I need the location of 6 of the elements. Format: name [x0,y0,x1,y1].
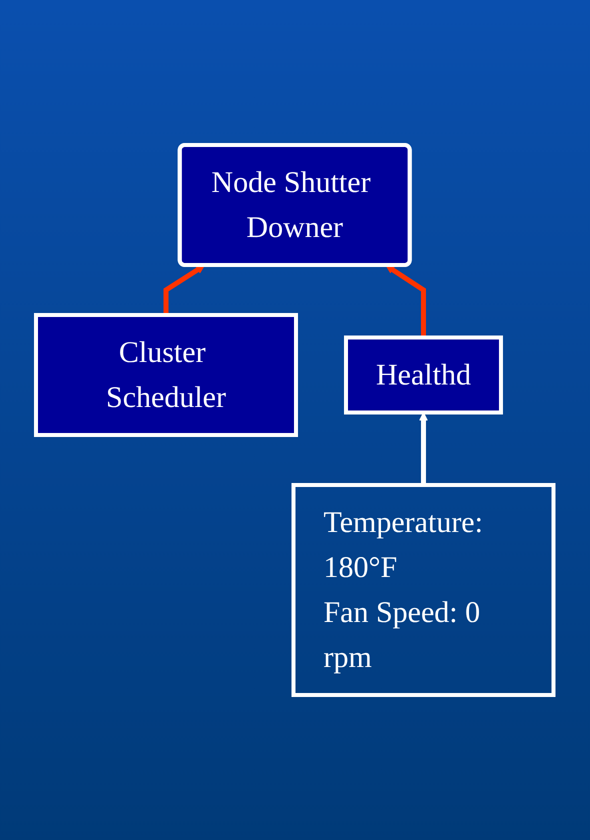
arrow [419,412,428,485]
node-box: Healthd [344,336,504,414]
node-box: Cluster Scheduler [34,313,298,437]
node-box: Temperature: 180°F Fan Speed: 0 rpm [292,483,556,697]
arrow [386,265,426,338]
arrow [164,265,206,315]
